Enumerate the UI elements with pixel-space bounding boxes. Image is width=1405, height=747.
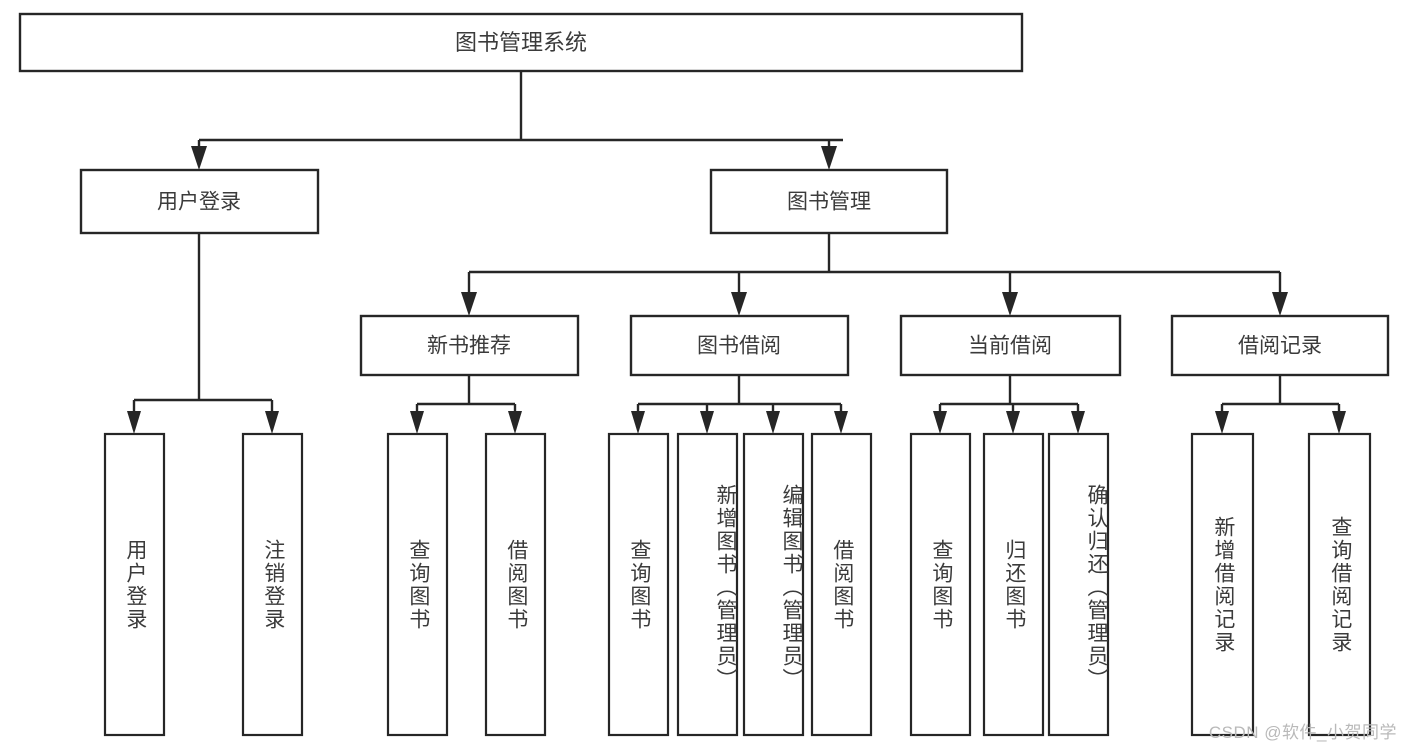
node-user-login-box[interactable]: [79, 168, 320, 235]
connector-book-mgmt-to-level2: [461, 233, 1288, 316]
node-root-label: 图书管理系统: [455, 30, 587, 55]
node-current-borrow-box[interactable]: [899, 314, 1122, 377]
node-root-box[interactable]: [18, 12, 1024, 73]
leaf-box-query-borrow-record[interactable]: [1307, 432, 1372, 737]
node-book-management-box[interactable]: [709, 168, 949, 235]
leaf-box-logout[interactable]: [241, 432, 304, 737]
node-borrow-record[interactable]: 借阅记录: [1170, 314, 1390, 377]
connector-root-to-level1: [191, 71, 843, 170]
node-book-borrow-box[interactable]: [629, 314, 850, 377]
leaf-box-query-book-current[interactable]: [909, 432, 972, 737]
node-book-borrow[interactable]: 图书借阅: [629, 314, 850, 377]
leaf-box-user-login[interactable]: [103, 432, 166, 737]
leaf-box-query-book-borrow[interactable]: [607, 432, 670, 737]
node-new-book-recommend-box[interactable]: [359, 314, 580, 377]
connector-book-borrow-to-leaves: [631, 375, 848, 434]
leaf-box-edit-book-admin[interactable]: [742, 432, 805, 737]
node-book-borrow-label: 图书借阅: [697, 335, 781, 358]
leaf-box-confirm-return-admin[interactable]: [1047, 432, 1110, 737]
leaf-box-add-borrow-record[interactable]: [1190, 432, 1255, 737]
connector-new-book-rec-to-leaves: [410, 375, 522, 434]
leaf-box-return-book[interactable]: [982, 432, 1045, 737]
connector-user-login-to-leaves: [127, 233, 279, 434]
node-user-login-label: 用户登录: [157, 191, 241, 214]
node-user-login[interactable]: 用户登录: [79, 168, 320, 235]
node-borrow-record-label: 借阅记录: [1238, 335, 1322, 358]
csdn-watermark: CSDN @软件_小贺同学: [1208, 723, 1397, 742]
node-new-book-recommend[interactable]: 新书推荐: [359, 314, 580, 377]
leaf-box-add-book-admin[interactable]: [676, 432, 739, 737]
node-current-borrow-label: 当前借阅: [968, 335, 1052, 358]
leaf-box-query-book-rec[interactable]: [386, 432, 449, 737]
node-new-book-recommend-label: 新书推荐: [427, 335, 511, 358]
node-book-management-label: 图书管理: [787, 191, 871, 214]
leaf-box-borrow-book[interactable]: [810, 432, 873, 737]
node-current-borrow[interactable]: 当前借阅: [899, 314, 1122, 377]
node-borrow-record-box[interactable]: [1170, 314, 1390, 377]
connector-borrow-record-to-leaves: [1215, 375, 1346, 434]
leaf-box-borrow-book-rec[interactable]: [484, 432, 547, 737]
node-book-management[interactable]: 图书管理: [709, 168, 949, 235]
node-root[interactable]: 图书管理系统: [18, 12, 1024, 73]
connector-current-borrow-to-leaves: [933, 375, 1085, 434]
